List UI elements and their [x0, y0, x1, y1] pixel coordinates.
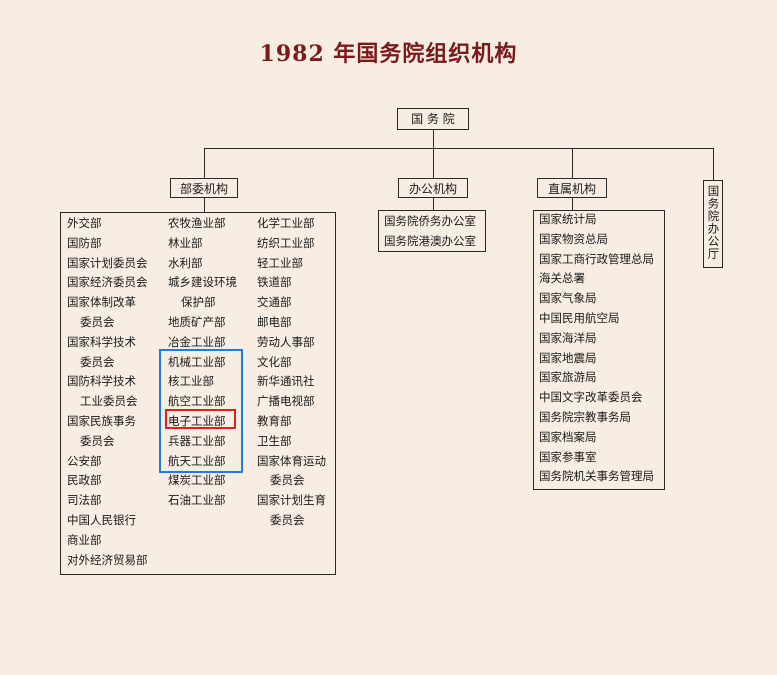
list-item: 纺织工业部 [257, 235, 315, 250]
list-item: 国家气象局 [539, 291, 597, 306]
list-item: 煤炭工业部 [168, 473, 226, 488]
list-item: 国家统计局 [539, 212, 597, 226]
list-item: 教育部 [257, 413, 292, 428]
list-item: 保护部 [181, 295, 216, 310]
connector-office-box [433, 198, 434, 210]
connector-direct [572, 148, 573, 178]
highlight-red-item [165, 409, 236, 429]
list-item: 民政部 [67, 473, 102, 488]
general-office-node: 国务院办公厅 [703, 180, 723, 268]
list-item: 劳动人事部 [257, 334, 315, 349]
list-item: 委员会 [80, 354, 115, 369]
connector-ministries-box [204, 198, 205, 212]
list-item: 公安部 [67, 453, 102, 468]
list-item: 国家工商行政管理总局 [539, 251, 654, 266]
list-item: 国家海洋局 [539, 330, 597, 345]
list-item: 对外经济贸易部 [67, 552, 148, 567]
list-item: 城乡建设环境 [168, 275, 237, 290]
connector-general-office [713, 148, 714, 180]
direct-list: 国家统计局 国家物资总局 国家工商行政管理总局 海关总署 国家气象局 中国民用航… [539, 210, 654, 487]
list-item: 中国民用航空局 [539, 310, 620, 325]
list-item: 化学工业部 [257, 216, 315, 230]
list-item: 石油工业部 [168, 493, 226, 508]
list-item: 交通部 [257, 295, 292, 310]
list-item: 新华通讯社 [257, 374, 315, 389]
list-item: 国务院侨务办公室 [384, 214, 476, 228]
list-item: 国家民族事务 [67, 413, 136, 428]
list-item: 工业委员会 [80, 394, 138, 409]
list-item: 国家物资总局 [539, 231, 608, 246]
list-item: 国务院机关事务管理局 [539, 469, 654, 484]
list-item: 邮电部 [257, 314, 292, 329]
connector-direct-box [572, 198, 573, 210]
list-item: 航天工业部 [168, 453, 226, 468]
list-item: 委员会 [80, 433, 115, 448]
list-item: 卫生部 [257, 433, 292, 448]
list-item: 农牧渔业部 [168, 216, 226, 230]
list-item: 外交部 [67, 216, 102, 230]
list-item: 国务院宗教事务局 [539, 409, 631, 424]
list-item: 委员会 [270, 512, 305, 527]
list-item: 电子工业部 [168, 413, 226, 428]
list-item: 冶金工业部 [168, 334, 226, 349]
list-item: 铁道部 [257, 275, 292, 290]
list-item: 国家地震局 [539, 350, 597, 365]
list-item: 中国文字改革委员会 [539, 390, 643, 405]
office-box [378, 210, 486, 252]
list-item: 国防部 [67, 235, 102, 250]
direct-box [533, 210, 665, 490]
ministries-col2: 农牧渔业部 林业部 水利部 城乡建设环境 保护部 地质矿产部 冶金工业部 机械工… [168, 214, 237, 511]
ministries-box [60, 212, 336, 575]
list-item: 国家经济委员会 [67, 275, 148, 290]
list-item: 商业部 [67, 532, 102, 547]
connector-root-down [433, 130, 434, 148]
list-item: 文化部 [257, 354, 292, 369]
list-item: 司法部 [67, 493, 102, 508]
list-item: 水利部 [168, 255, 203, 270]
direct-header: 直属机构 [537, 178, 607, 198]
list-item: 国防科学技术 [67, 374, 136, 389]
list-item: 国务院港澳办公室 [384, 233, 476, 248]
connector-ministries [204, 148, 205, 178]
list-item: 广播电视部 [257, 394, 315, 409]
list-item: 委员会 [270, 473, 305, 488]
list-item: 核工业部 [168, 374, 214, 389]
connector-horizontal [204, 148, 714, 149]
list-item: 国家旅游局 [539, 370, 597, 385]
list-item: 国家计划生育 [257, 493, 326, 508]
office-list: 国务院侨务办公室 国务院港澳办公室 [384, 212, 476, 252]
list-item: 轻工业部 [257, 255, 303, 270]
list-item: 国家档案局 [539, 429, 597, 444]
list-item: 国家参事室 [539, 449, 597, 464]
list-item: 地质矿产部 [168, 314, 226, 329]
list-item: 国家体制改革 [67, 295, 136, 310]
ministries-col1: 外交部 国防部 国家计划委员会 国家经济委员会 国家体制改革 委员会 国家科学技… [67, 214, 148, 570]
page-title: 1982 年国务院组织机构 [259, 41, 518, 67]
list-item: 兵器工业部 [168, 433, 226, 448]
highlight-blue-group [159, 349, 243, 473]
connector-office [433, 148, 434, 178]
root-node: 国 务 院 [397, 108, 469, 130]
list-item: 海关总署 [539, 271, 585, 286]
list-item: 林业部 [168, 235, 203, 250]
list-item: 国家体育运动 [257, 453, 326, 468]
list-item: 机械工业部 [168, 354, 226, 369]
list-item: 中国人民银行 [67, 512, 136, 527]
ministries-header: 部委机构 [170, 178, 238, 198]
list-item: 国家计划委员会 [67, 255, 148, 270]
list-item: 航空工业部 [168, 394, 226, 409]
ministries-col3: 化学工业部 纺织工业部 轻工业部 铁道部 交通部 邮电部 劳动人事部 文化部 新… [257, 214, 326, 531]
list-item: 国家科学技术 [67, 334, 136, 349]
general-office-label: 国务院办公厅 [706, 185, 721, 260]
office-header: 办公机构 [398, 178, 468, 198]
list-item: 委员会 [80, 314, 115, 329]
